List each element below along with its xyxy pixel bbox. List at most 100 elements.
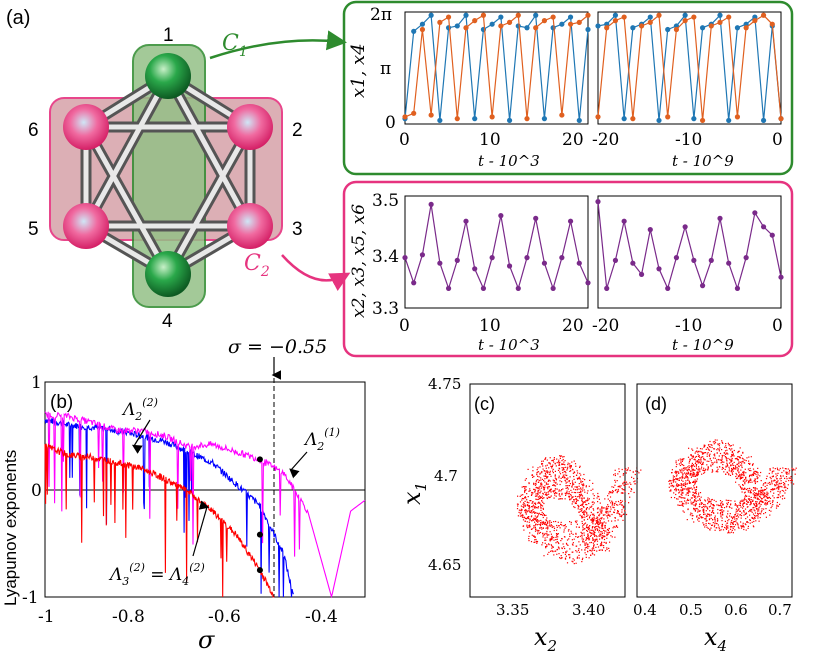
- attractor-point: [761, 510, 763, 512]
- attractor-point: [777, 486, 779, 488]
- attractor-point: [545, 547, 547, 549]
- attractor-point: [581, 509, 583, 512]
- attractor-point: [708, 519, 711, 521]
- attractor-point: [539, 488, 541, 490]
- attractor-point: [586, 507, 588, 509]
- attractor-point: [587, 535, 589, 537]
- attractor-point: [691, 464, 693, 466]
- attractor-point: [711, 524, 714, 526]
- attractor-point: [581, 520, 583, 523]
- attractor-point: [706, 447, 709, 449]
- attractor-point: [620, 499, 622, 502]
- attractor-point: [540, 479, 542, 481]
- attractor-point: [542, 493, 544, 495]
- attractor-point: [693, 521, 695, 523]
- attractor-point: [675, 471, 677, 473]
- data-point: [699, 117, 706, 124]
- attractor-point: [718, 449, 720, 451]
- attractor-point: [752, 525, 754, 527]
- attractor-point: [632, 471, 634, 473]
- attractor-point: [587, 499, 589, 501]
- attractor-point: [605, 542, 607, 544]
- attractor-point: [675, 462, 677, 464]
- attractor-point: [561, 476, 564, 478]
- attractor-point: [697, 455, 700, 457]
- attractor-point: [563, 469, 565, 471]
- attractor-point: [719, 459, 722, 461]
- attractor-point: [529, 500, 531, 502]
- attractor-point: [620, 492, 622, 494]
- attractor-point: [614, 469, 616, 471]
- attractor-point: [539, 531, 542, 534]
- attractor-point: [721, 517, 723, 519]
- data-point: [550, 14, 556, 20]
- attractor-point: [754, 497, 757, 499]
- attractor-point: [593, 541, 596, 543]
- attractor-point: [580, 516, 583, 518]
- attractor-point: [529, 506, 531, 508]
- attractor-point: [742, 452, 744, 454]
- attractor-point: [577, 536, 579, 538]
- attractor-point: [528, 502, 530, 504]
- attractor-point: [692, 515, 694, 517]
- attractor-point: [550, 491, 552, 493]
- attractor-point: [676, 463, 678, 466]
- attractor-point: [690, 472, 692, 475]
- attractor-point: [562, 467, 564, 469]
- attractor-point: [599, 510, 601, 512]
- attractor-point: [704, 500, 707, 502]
- attractor-point: [549, 521, 551, 523]
- attractor-point: [575, 498, 577, 500]
- attractor-point: [743, 475, 745, 477]
- attractor-point: [789, 477, 791, 479]
- attractor-point: [692, 455, 694, 457]
- attractor-point: [731, 472, 733, 474]
- attractor-point: [760, 471, 762, 474]
- ts2-ytick-35: 3.5: [372, 191, 399, 211]
- attractor-point: [592, 514, 594, 516]
- attractor-point: [686, 519, 688, 521]
- attractor-point: [549, 488, 551, 490]
- attractor-point: [528, 538, 530, 540]
- attractor-point: [549, 539, 551, 541]
- attractor-point: [601, 523, 603, 525]
- attractor-point: [689, 459, 691, 461]
- ts1r-xtick-0: 0: [772, 130, 783, 150]
- attractor-point: [597, 517, 599, 519]
- attractor-point: [542, 527, 544, 529]
- attractor-point: [793, 483, 795, 485]
- attractor-point: [674, 489, 676, 491]
- attractor-point: [748, 510, 750, 513]
- attractor-point: [731, 460, 733, 462]
- attractor-point: [543, 555, 545, 557]
- attractor-point: [720, 506, 722, 508]
- attractor-point: [716, 520, 719, 522]
- attractor-point: [517, 515, 519, 517]
- attractor-point: [544, 514, 546, 517]
- attractor-point: [690, 465, 692, 467]
- data-point: [734, 25, 741, 31]
- attractor-point: [699, 510, 701, 512]
- attractor-point: [721, 454, 723, 457]
- attractor-point: [700, 503, 702, 505]
- attractor-point: [758, 490, 760, 492]
- attractor-point: [577, 536, 580, 538]
- attractor-point: [692, 481, 695, 483]
- ts1r-xlabel: t - 10^9: [672, 152, 734, 170]
- data-point: [419, 26, 426, 33]
- attractor-point: [668, 483, 671, 485]
- attractor-point: [688, 490, 690, 492]
- attractor-point: [611, 513, 613, 516]
- attractor-point: [576, 496, 578, 498]
- attractor-point: [784, 486, 786, 488]
- attractor-point: [546, 532, 548, 534]
- attractor-point: [566, 481, 568, 483]
- attractor-point: [727, 520, 729, 522]
- attractor-point: [735, 458, 737, 460]
- data-point: [647, 19, 653, 25]
- data-point: [454, 257, 460, 263]
- attractor-point: [686, 477, 688, 479]
- attractor-point: [753, 506, 755, 509]
- attractor-point: [725, 473, 727, 475]
- attractor-point: [534, 512, 536, 514]
